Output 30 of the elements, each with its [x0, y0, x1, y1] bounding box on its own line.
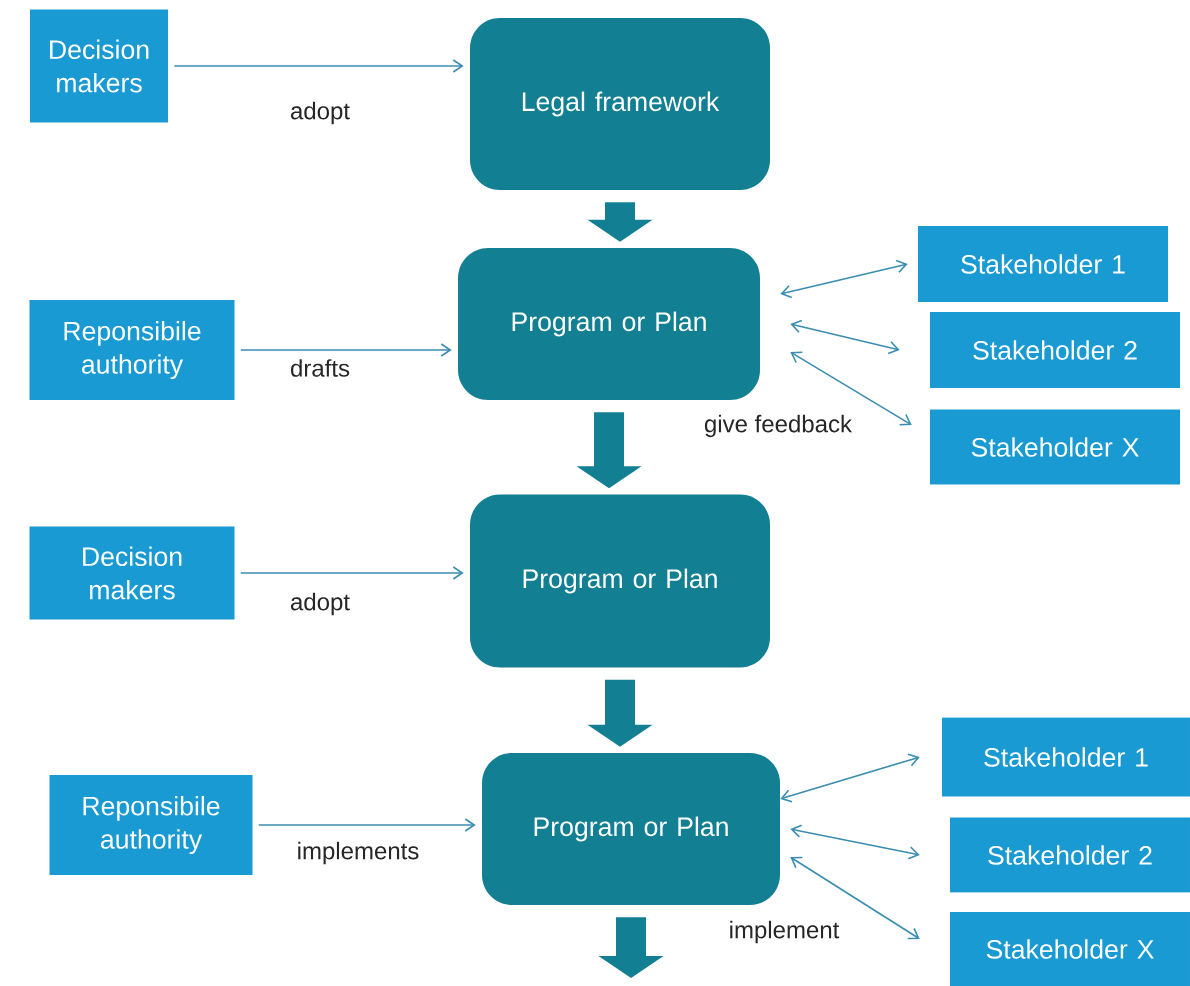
actor-box: Stakeholder X	[950, 912, 1190, 986]
arrow	[790, 856, 920, 940]
note-label: implement	[727, 919, 841, 945]
edge-label: adopt	[288, 100, 352, 126]
process-box: Program or Plan	[458, 248, 760, 400]
actor-box: Stakeholder 1	[918, 226, 1168, 302]
actor-box: Reponsibile authority	[49, 775, 253, 875]
arrow	[790, 319, 900, 355]
arrow	[790, 351, 912, 426]
arrow	[173, 59, 464, 73]
edge-label: adopt	[288, 591, 352, 617]
actor-box: Stakeholder 1	[942, 717, 1190, 797]
actor-box: Reponsibile authority	[29, 300, 235, 400]
actor-box: Stakeholder X	[930, 409, 1180, 485]
edge-label: implements	[295, 840, 421, 866]
edge-label: drafts	[288, 357, 352, 379]
arrow	[790, 824, 920, 860]
arrow	[780, 259, 908, 299]
process-box: Program or Plan	[470, 494, 770, 668]
arrow	[780, 753, 920, 803]
arrow	[257, 818, 476, 832]
process-box: Program or Plan	[482, 753, 780, 905]
arrow	[239, 566, 464, 580]
arrow	[239, 343, 452, 357]
process-box: Legal framework	[470, 18, 770, 190]
actor-box: Decision makers	[30, 9, 168, 123]
actor-box: Stakeholder 2	[930, 312, 1180, 388]
actor-box: Decision makers	[29, 526, 235, 620]
note-label: give feedback	[702, 413, 854, 439]
actor-box: Stakeholder 2	[950, 817, 1190, 893]
